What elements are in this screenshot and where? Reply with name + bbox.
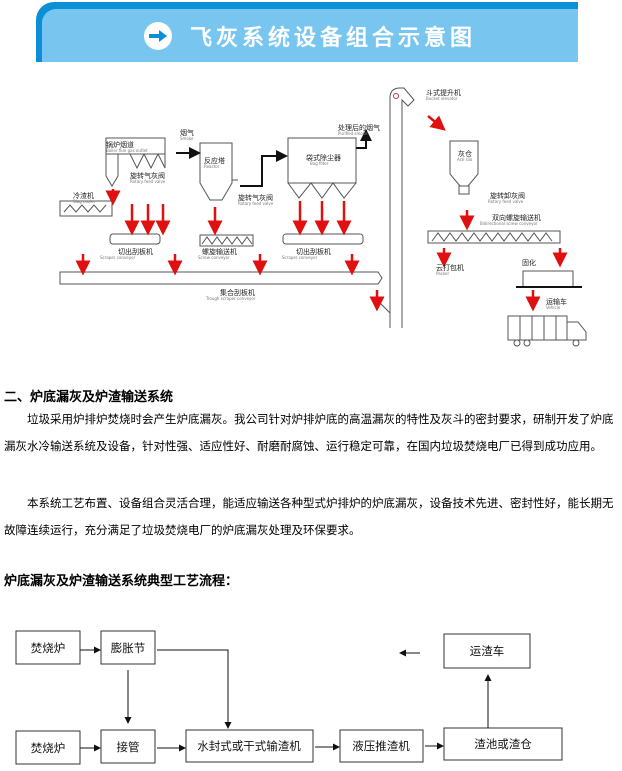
label-smoke: 烟气 xyxy=(180,128,194,137)
node-expansion-joint-label: 膨胀节 xyxy=(111,641,146,655)
process-flowchart: 焚烧炉 膨胀节 焚烧炉 接管 水封式或干式输渣机 液压推渣机 渣池或渣仓 运渣车 xyxy=(15,630,563,765)
label-scraper-1: 切出刮板机 xyxy=(118,247,153,256)
boiler-flue xyxy=(105,137,166,187)
scraper-1 xyxy=(109,233,161,245)
reactor xyxy=(199,142,238,201)
label-vehicle: 运输车 xyxy=(546,297,567,306)
banner-title: 飞灰系统设备组合示意图 xyxy=(189,25,476,51)
slag-cooler-screw xyxy=(63,204,107,213)
label-rotary-valve-2: 旋转气灰阀 xyxy=(238,193,273,202)
title-banner: 飞灰系统设备组合示意图 xyxy=(36,2,578,62)
label-packer: 云打包机 xyxy=(436,263,464,272)
label-scraper-2-en: Scraper conveyor xyxy=(282,255,318,260)
label-purified-smoke: 处理后的烟气 xyxy=(338,123,380,132)
label-bag-filter-en: Bag filter xyxy=(310,161,329,166)
paragraph-features: 本系统工艺布置、设备组合灵活合理，能适应输送各种型式炉排炉的炉底漏灰，设备技术先… xyxy=(4,496,614,537)
node-furnace-2 xyxy=(15,730,81,765)
title-banner-inner: 飞灰系统设备组合示意图 xyxy=(42,9,578,62)
label-rotary-valve-2-en: Rotary feed valve xyxy=(238,201,274,206)
label-bucket-elevator-en: Bucket elevator xyxy=(426,96,458,101)
fly-ash-system-diagram: 锅炉烟道 Boiler flue gas outlet 旋转气灰阀 Rotary… xyxy=(59,87,587,347)
label-ash-silo-en: Ash silo xyxy=(457,157,473,162)
label-collecting-scraper: 集合刮板机 xyxy=(220,288,255,297)
slag-cooler xyxy=(59,200,113,217)
label-reactor-en: Reactor xyxy=(204,164,220,169)
label-ash-silo: 灰仓 xyxy=(458,149,472,158)
node-slag-truck-label: 运渣车 xyxy=(470,644,505,658)
collecting-scraper xyxy=(59,271,383,285)
node-furnace-1-label: 焚烧炉 xyxy=(31,641,66,655)
section-title: 二、炉底漏灰及炉渣输送系统 xyxy=(4,390,174,405)
label-bag-filter: 袋式除尘器 xyxy=(306,153,341,162)
label-rotary-discharge-valve: 旋转卸灰阀 xyxy=(490,191,525,200)
node-pusher xyxy=(339,729,424,763)
solidify-unit xyxy=(522,270,574,288)
screw-conveyor-screw xyxy=(201,236,253,245)
material-flow-arrows xyxy=(75,115,568,312)
label-smoke-en: Smoke xyxy=(180,136,194,141)
label-scraper-1-en: Scraper conveyor xyxy=(100,255,136,260)
bidirectional-screw-thread xyxy=(431,232,553,242)
node-conveyor-label: 水封式或干式输渣机 xyxy=(197,739,301,753)
label-slag-cooler: 冷渣机 xyxy=(73,191,94,200)
label-solidify: 固化 xyxy=(522,258,536,267)
node-pusher-label: 液压推渣机 xyxy=(352,739,410,753)
ash-silo xyxy=(449,140,479,195)
vehicle-truck xyxy=(507,315,587,347)
node-conveyor xyxy=(185,729,314,763)
label-slag-cooler-en: Slag cooler xyxy=(73,199,96,204)
label-rotary-valve-1: 旋转气灰阀 xyxy=(130,171,165,180)
arrow-right-circle-icon xyxy=(143,21,172,50)
label-purified-smoke-en: Purified smoke xyxy=(338,131,368,136)
label-vehicle-en: Vehicle xyxy=(546,305,561,310)
label-scraper-2: 切出刮板机 xyxy=(296,247,331,256)
label-packer-en: Packer xyxy=(436,271,450,276)
label-bidirectional-screw: 双向螺旋输送机 xyxy=(492,213,541,222)
label-boiler-flue: 锅炉烟道 xyxy=(106,140,134,149)
bucket-elevator xyxy=(379,87,415,328)
screw-conveyor xyxy=(199,234,254,247)
node-furnace-2-label: 焚烧炉 xyxy=(31,741,66,755)
label-screw-conveyor-en: Screw conveyor xyxy=(198,255,230,260)
label-reactor: 反应塔 xyxy=(204,156,225,165)
label-rotary-discharge-valve-en: Rotary feed valve xyxy=(488,199,524,204)
label-screw-conveyor: 螺旋输送机 xyxy=(202,247,237,256)
bag-filter xyxy=(287,137,357,199)
label-boiler-flue-en: Boiler flue gas outlet xyxy=(106,148,148,153)
label-rotary-valve-1-en: Rotary feed valve xyxy=(130,179,166,184)
node-furnace-1 xyxy=(15,630,81,665)
label-bidirectional-screw-en: Bidirectional screw conveyor xyxy=(480,221,538,226)
label-bucket-elevator: 斗式提升机 xyxy=(426,88,461,97)
node-expansion-joint xyxy=(100,630,156,665)
node-slag-pit-label: 渣池或渣仓 xyxy=(474,737,532,751)
node-pipe-label: 接管 xyxy=(117,740,140,754)
node-slag-truck xyxy=(443,633,531,669)
node-pipe xyxy=(100,729,156,764)
flow-title: 炉底漏灰及炉渣输送系统典型工艺流程： xyxy=(4,574,239,589)
scraper-2 xyxy=(282,233,364,245)
bidirectional-screw xyxy=(427,230,561,244)
node-slag-pit xyxy=(443,727,563,761)
paragraph-intro: 垃圾采用炉排炉焚烧时会产生炉底漏灰。我公司针对炉排炉底的高温漏灰的特性及灰斗的密… xyxy=(4,412,614,453)
label-collecting-scraper-en: Trough scraper conveyor xyxy=(205,296,256,301)
